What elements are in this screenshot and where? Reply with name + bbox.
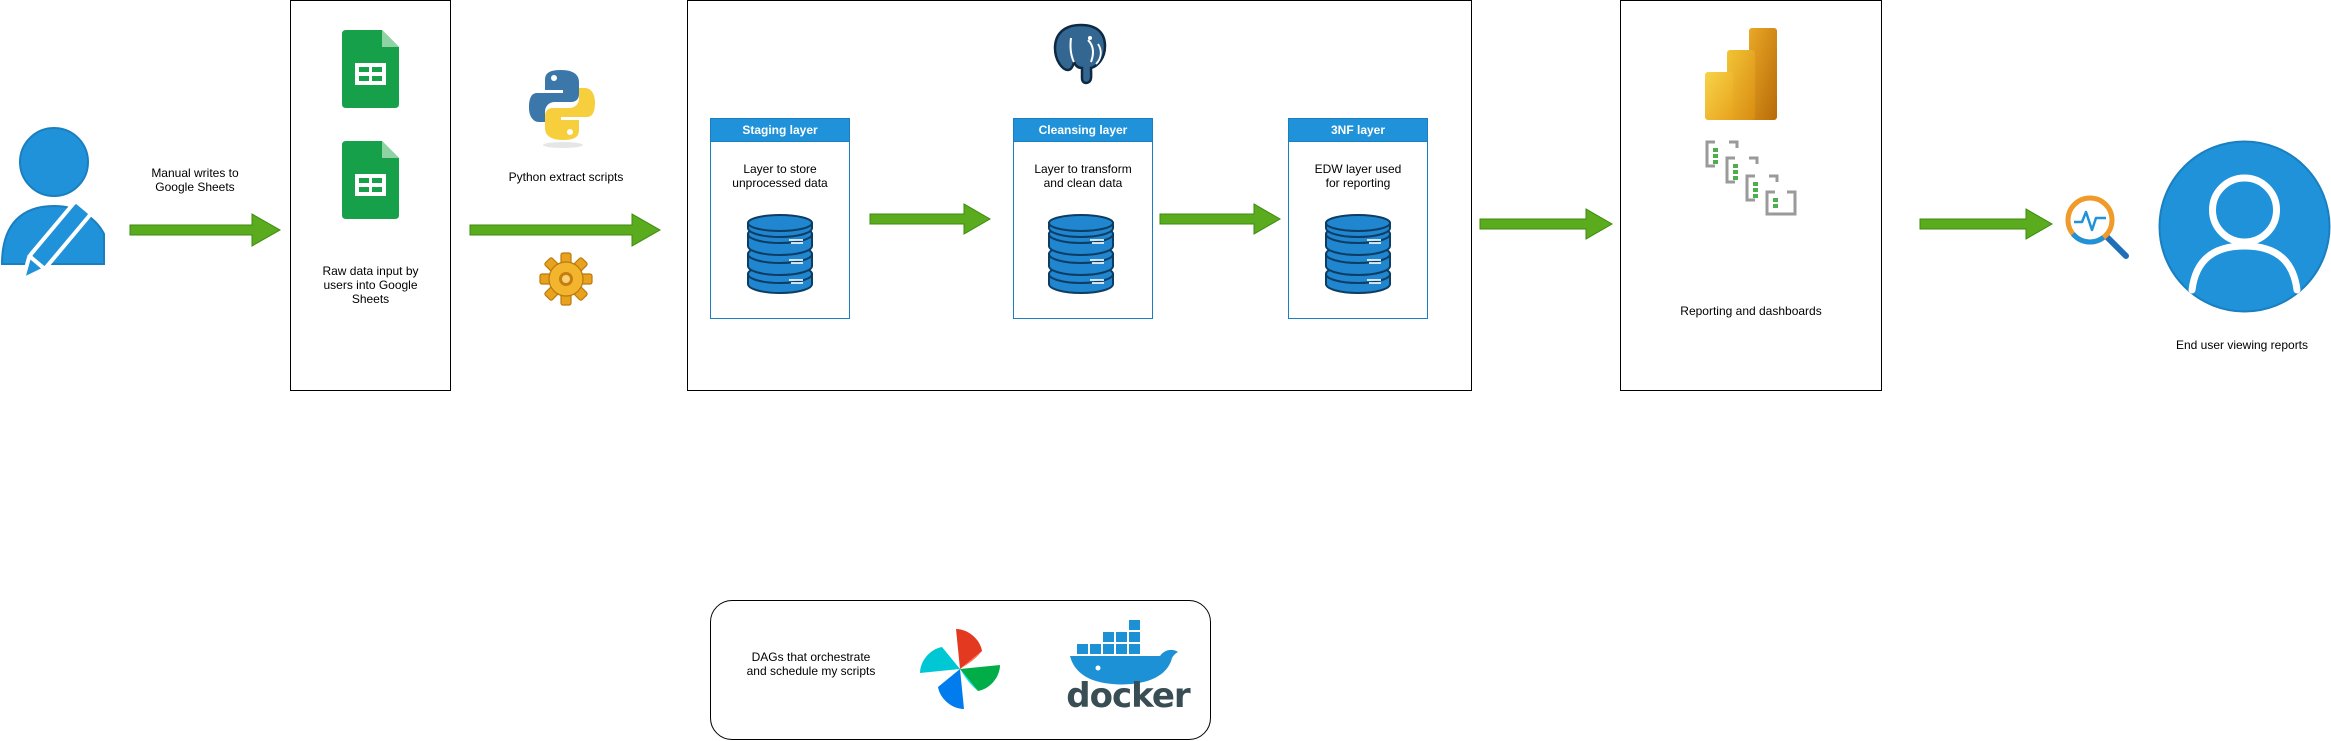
google-sheets-icon (342, 30, 399, 108)
staging-layer-title: Staging layer (711, 119, 849, 142)
docker-icon (1070, 620, 1178, 685)
arrow-reporting-to-user (1919, 208, 2054, 240)
python-extract-label: Python extract scripts (508, 170, 624, 184)
arrow-user-to-sheets (129, 213, 282, 247)
postgresql-icon (1053, 23, 1107, 85)
staging-layer-description: Layer to store unprocessed data (732, 162, 828, 190)
arrow-staging-to-cleansing (869, 203, 992, 235)
database-icon (1048, 214, 1114, 294)
reporting-label: Reporting and dashboards (1680, 304, 1822, 318)
cleansing-layer-title: Cleansing layer (1014, 119, 1152, 142)
staging-layer: Staging layer (710, 118, 850, 319)
power-bi-icon (1705, 28, 1777, 120)
monitor-search-icon (2065, 195, 2129, 259)
user-edit-icon (0, 127, 105, 282)
gear-icon (539, 252, 593, 306)
raw-data-input-label: Raw data input by users into Google Shee… (322, 264, 419, 306)
data-model-icon (1705, 140, 1797, 216)
arrow-warehouse-to-reporting (1479, 208, 1614, 240)
3nf-layer-description: EDW layer used for reporting (1314, 162, 1402, 190)
user-avatar-icon (2158, 140, 2331, 313)
manual-writes-label: Manual writes to Google Sheets (151, 166, 239, 194)
database-icon (1325, 214, 1391, 294)
database-icon (747, 214, 813, 294)
arrow-cleansing-to-3nf (1159, 203, 1282, 235)
end-user-label: End user viewing reports (2175, 338, 2309, 352)
dags-label: DAGs that orchestrate and schedule my sc… (746, 650, 876, 678)
arrow-sheets-to-warehouse (469, 213, 662, 247)
airflow-icon (920, 629, 1000, 709)
python-icon (529, 70, 595, 148)
docker-wordmark: docker (1066, 676, 1190, 716)
3nf-layer-title: 3NF layer (1289, 119, 1427, 142)
cleansing-layer-description: Layer to transform and clean data (1034, 162, 1132, 190)
google-sheets-icon (342, 141, 399, 219)
